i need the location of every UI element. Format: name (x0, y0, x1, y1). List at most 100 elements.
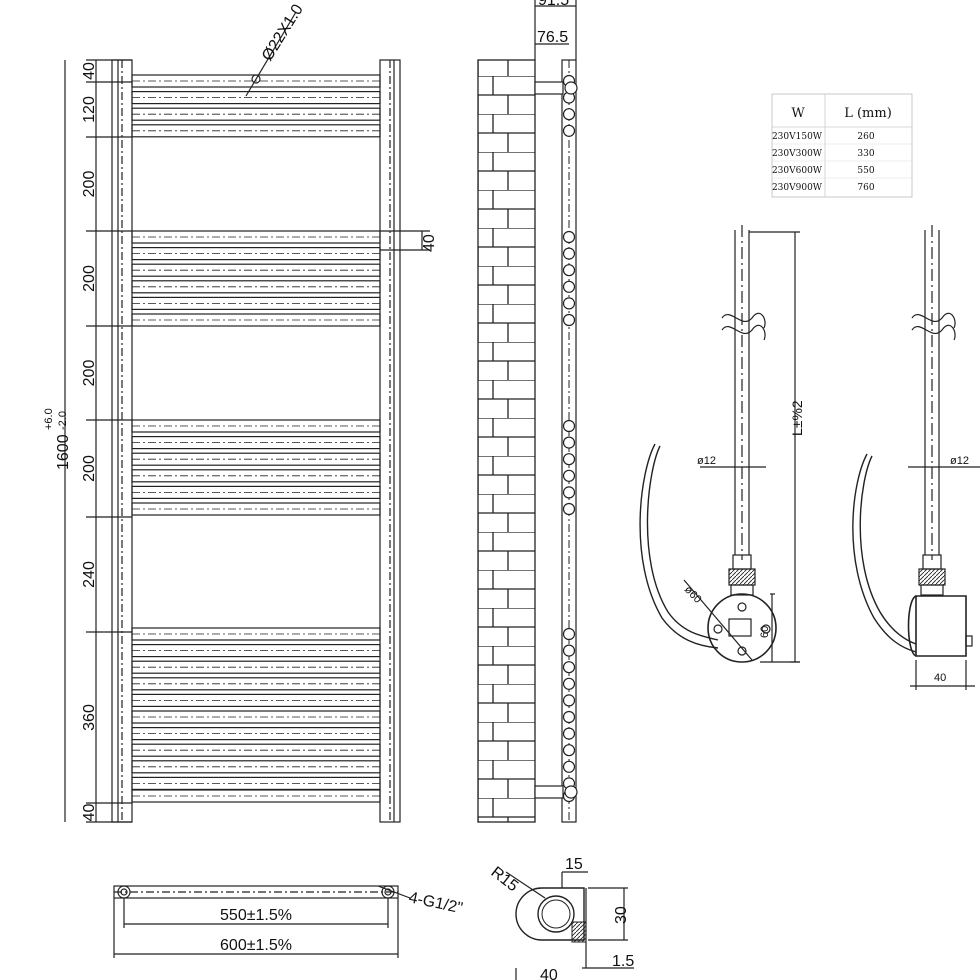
side-rod-break-top (911, 312, 956, 329)
element-side-view (852, 225, 980, 690)
bar-section (562, 727, 576, 740)
bracket-detail (505, 871, 634, 980)
bracket-radius-label: R15 (488, 864, 522, 896)
side-width-label: 40 (934, 672, 946, 684)
spec-header-l: L (mm) (844, 106, 892, 121)
bracket-cap-top (564, 81, 578, 95)
bracket-ring-inner (541, 899, 571, 929)
bracket-top (534, 81, 564, 95)
bar-section (562, 108, 576, 121)
bar-section (562, 297, 576, 310)
bar-section (562, 744, 576, 757)
side-view (477, 0, 578, 823)
spec-row-length: 550 (857, 166, 874, 176)
bracket-body (515, 887, 585, 941)
connector-nut (730, 584, 754, 596)
height-tol-lower: -2.0 (57, 411, 69, 430)
spec-header-w: W (791, 106, 805, 121)
height-tol-upper: +6.0 (43, 408, 55, 430)
side-head-curve (907, 595, 917, 657)
bar-section (562, 313, 576, 327)
spec-row-length: 760 (857, 183, 874, 193)
spec-table: W L (mm) 230V150W 260 230V300W 330 230V6… (771, 93, 913, 198)
bracket-height-label: 30 (613, 906, 630, 924)
segment-label: 200 (81, 360, 98, 387)
bracket-bottom (534, 785, 564, 799)
side-power-cable (859, 455, 917, 645)
ports-label: 4-G1/2" (407, 889, 464, 917)
bracket-ring (537, 895, 575, 933)
bracket-top-label: 15 (565, 856, 583, 873)
bar-section (562, 453, 576, 466)
segment-label: 200 (81, 455, 98, 482)
bar-section (562, 644, 576, 657)
depth-total-label: 91.5 (538, 0, 569, 9)
length-label: L±%2 (789, 400, 805, 436)
bar-section (562, 124, 576, 137)
side-rod-break-bottom (911, 324, 956, 341)
spec-row-length: 260 (857, 132, 874, 142)
spec-row-watt: 230V300W (772, 149, 823, 159)
spec-row-watt: 230V600W (772, 166, 823, 176)
bar-section (562, 280, 576, 293)
bar-section (562, 502, 576, 516)
head-height-label: 60 (759, 626, 771, 638)
tube-label: Ø22X1.0 (259, 1, 307, 64)
bracket-radius-leader (505, 871, 546, 899)
height-label: 1600 (55, 434, 72, 470)
power-cable (646, 445, 719, 641)
brick-wall (477, 59, 536, 823)
ports-leader (377, 885, 411, 899)
depth-inner-label: 76.5 (537, 29, 568, 46)
side-button (965, 635, 973, 647)
segment-label: 200 (81, 171, 98, 198)
bracket-thickness-label: 1.5 (612, 953, 634, 970)
segment-label: 120 (81, 96, 98, 123)
segment-label: 200 (81, 265, 98, 292)
top-button (737, 602, 747, 612)
front-view (64, 11, 430, 823)
spec-row-watt: 230V900W (772, 183, 823, 193)
bar-section (562, 264, 576, 277)
rod-break-bottom (721, 324, 766, 341)
power-cable-outer (639, 443, 719, 649)
element-front-view (639, 225, 800, 663)
tube-leader (245, 11, 297, 97)
wall-brackets (534, 81, 578, 799)
bracket-width-label: 40 (540, 967, 558, 980)
bar-section (562, 230, 576, 244)
bar-section (562, 469, 576, 482)
tube-section (251, 74, 261, 84)
side-rod-dia-label: ø12 (950, 455, 969, 467)
spec-row-watt: 230V150W (772, 132, 823, 142)
segment-label: 360 (81, 704, 98, 731)
segment-ticks (86, 59, 132, 823)
bar-section (562, 247, 576, 260)
head-dia-label: ø60 (682, 584, 704, 606)
segment-label: 240 (81, 561, 98, 588)
minus-button (713, 624, 723, 634)
rail-bars (131, 74, 381, 803)
port-left-inner (120, 888, 128, 896)
overall-label: 600±1.5% (220, 937, 292, 954)
side-connector-nut (920, 584, 944, 596)
side-power-cable-outer (852, 453, 917, 653)
centers-label: 550±1.5% (220, 907, 292, 924)
bar-section (562, 486, 576, 499)
bar-section (562, 760, 576, 773)
rod-break-top (721, 312, 766, 329)
side-control-head (915, 595, 967, 657)
bar-section (562, 661, 576, 674)
top-view (113, 885, 411, 958)
segment-label: 40 (81, 62, 98, 80)
spec-row-length: 330 (857, 149, 874, 159)
bar-section (562, 627, 576, 641)
control-head (707, 593, 777, 663)
thread (728, 568, 756, 586)
bar-section (562, 694, 576, 707)
bar-section (562, 419, 576, 433)
head-dia-line (683, 579, 753, 661)
rod-dia-label: ø12 (697, 455, 716, 467)
